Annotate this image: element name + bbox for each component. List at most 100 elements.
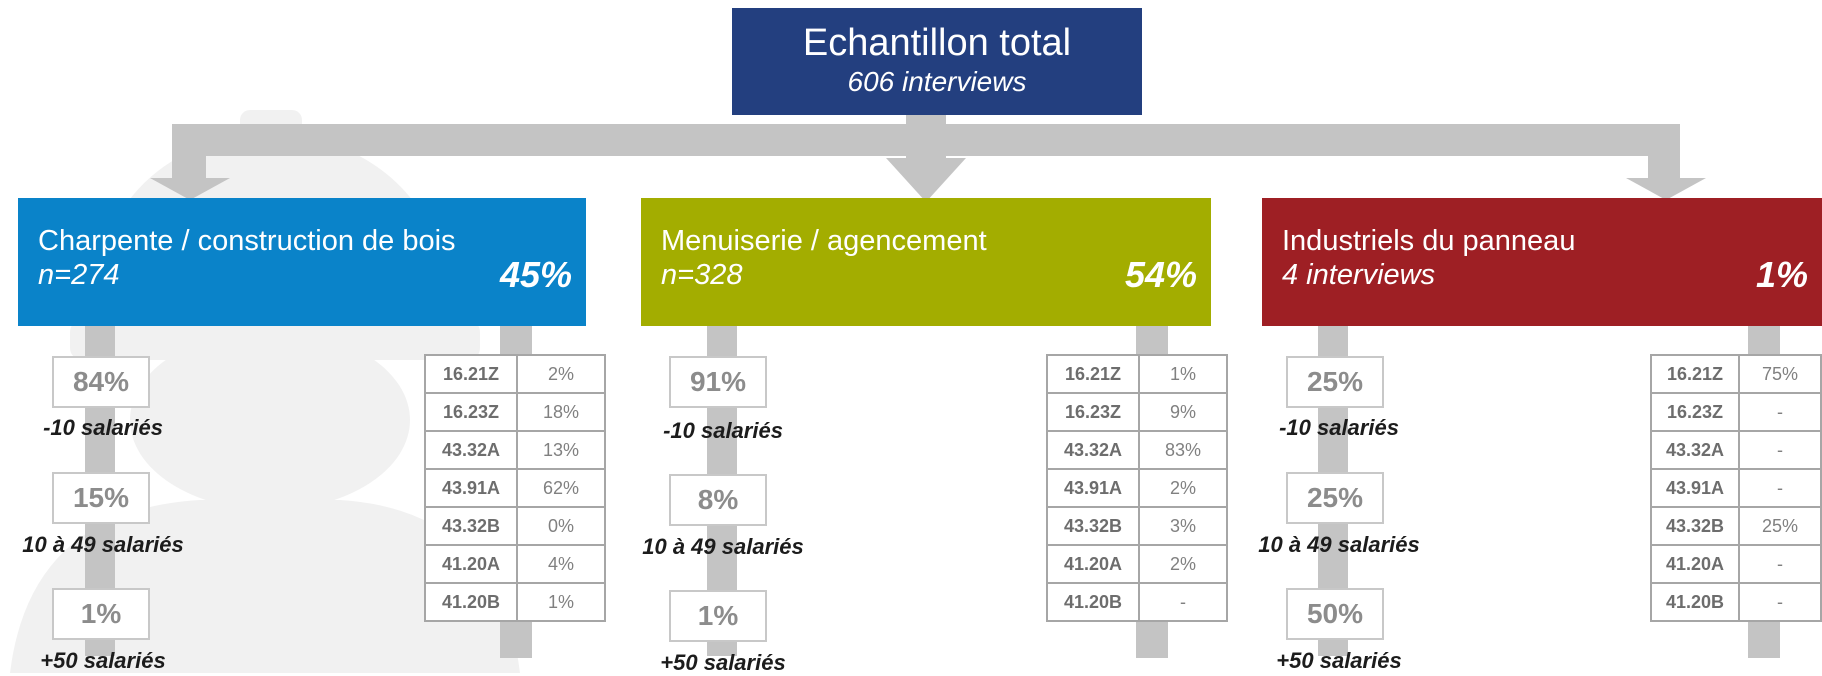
value-cell: 1% [1138, 354, 1228, 394]
category-percent: 1% [1755, 254, 1808, 295]
code-cell: 16.21Z [1649, 354, 1741, 394]
category-name: Industriels du panneau [1282, 225, 1576, 257]
table-row: 41.20B- [1046, 582, 1228, 622]
size-share-box: 25% [1286, 472, 1384, 524]
value-cell: - [1738, 582, 1822, 622]
table-row: 43.91A- [1649, 468, 1822, 508]
code-cell: 16.23Z [1046, 392, 1140, 432]
connector-right [1648, 124, 1680, 180]
size-label: -10 salariés [663, 418, 783, 443]
table-row: 16.23Z- [1649, 392, 1822, 432]
size-label: -10 salariés [1279, 415, 1399, 440]
value-cell: - [1738, 430, 1822, 470]
arrow-down-icon [886, 158, 966, 202]
arrow-down-icon [150, 178, 230, 200]
category-header-industriels: Industriels du panneau 4 interviews 1% [1262, 198, 1822, 326]
size-share-box: 1% [669, 590, 767, 642]
value-cell: 3% [1138, 506, 1228, 546]
value-cell: - [1738, 468, 1822, 508]
value-cell: 0% [516, 506, 606, 546]
category-header-bg [18, 198, 586, 326]
category-header-bg [641, 198, 1211, 326]
category-name: Charpente / construction de bois [38, 225, 456, 257]
code-cell: 43.32B [424, 506, 518, 546]
value-cell: 4% [516, 544, 606, 584]
category-percent: 54% [1124, 254, 1197, 295]
root-node: Echantillon total 606 interviews [732, 8, 1142, 115]
category-header-menuiserie: Menuiserie / agencement n=328 54% [641, 198, 1211, 326]
value-cell: - [1738, 392, 1822, 432]
arrow-down-icon [1626, 178, 1706, 200]
value-cell: - [1138, 582, 1228, 622]
code-cell: 43.91A [424, 468, 518, 508]
connector-horizontal [172, 124, 1678, 156]
size-label: +50 salariés [40, 648, 166, 673]
size-share-box: 1% [52, 588, 150, 640]
value-cell: 9% [1138, 392, 1228, 432]
code-cell: 43.32B [1046, 506, 1140, 546]
table-row: 41.20B- [1649, 582, 1822, 622]
value-cell: 83% [1138, 430, 1228, 470]
connector-left [172, 124, 206, 180]
root-title: Echantillon total [802, 22, 1072, 64]
code-cell: 43.32A [1649, 430, 1741, 470]
code-cell: 41.20A [424, 544, 518, 584]
code-cell: 41.20B [1649, 582, 1741, 622]
size-share-box: 91% [669, 356, 767, 408]
code-cell: 41.20A [1046, 544, 1140, 584]
category-header-bg [1262, 198, 1822, 326]
code-cell: 16.23Z [1649, 392, 1741, 432]
value-cell: 62% [516, 468, 606, 508]
value-cell: 2% [1138, 544, 1228, 584]
category-count: 4 interviews [1282, 259, 1436, 291]
size-share-box: 15% [52, 472, 150, 524]
code-cell: 16.23Z [424, 392, 518, 432]
category-count: n=328 [661, 259, 743, 291]
value-cell: 75% [1738, 354, 1822, 394]
code-cell: 43.91A [1046, 468, 1140, 508]
table-row: 41.20A- [1649, 544, 1822, 584]
value-cell: 18% [516, 392, 606, 432]
code-cell: 16.21Z [424, 354, 518, 394]
code-cell: 43.32A [1046, 430, 1140, 470]
code-cell: 41.20B [424, 582, 518, 622]
category-header-charpente: Charpente / construction de bois n=274 4… [18, 198, 586, 326]
value-cell: 2% [1138, 468, 1228, 508]
size-share-box: 25% [1286, 356, 1384, 408]
code-cell: 16.21Z [1046, 354, 1140, 394]
size-label: 10 à 49 salariés [642, 534, 804, 559]
size-label: +50 salariés [1276, 648, 1402, 673]
code-cell: 43.32B [1649, 506, 1741, 546]
category-name: Menuiserie / agencement [661, 225, 987, 257]
value-cell: 1% [516, 582, 606, 622]
value-cell: 2% [516, 354, 606, 394]
code-cell: 41.20A [1649, 544, 1741, 584]
code-cell: 43.91A [1649, 468, 1741, 508]
root-subtitle: 606 interviews [847, 66, 1027, 97]
size-label: 10 à 49 salariés [22, 532, 184, 557]
size-label: -10 salariés [43, 415, 163, 440]
value-cell: 13% [516, 430, 606, 470]
size-share-box: 50% [1286, 588, 1384, 640]
code-cell: 43.32A [424, 430, 518, 470]
category-percent: 45% [499, 254, 572, 295]
value-cell: 25% [1738, 506, 1822, 546]
size-share-box: 84% [52, 356, 150, 408]
